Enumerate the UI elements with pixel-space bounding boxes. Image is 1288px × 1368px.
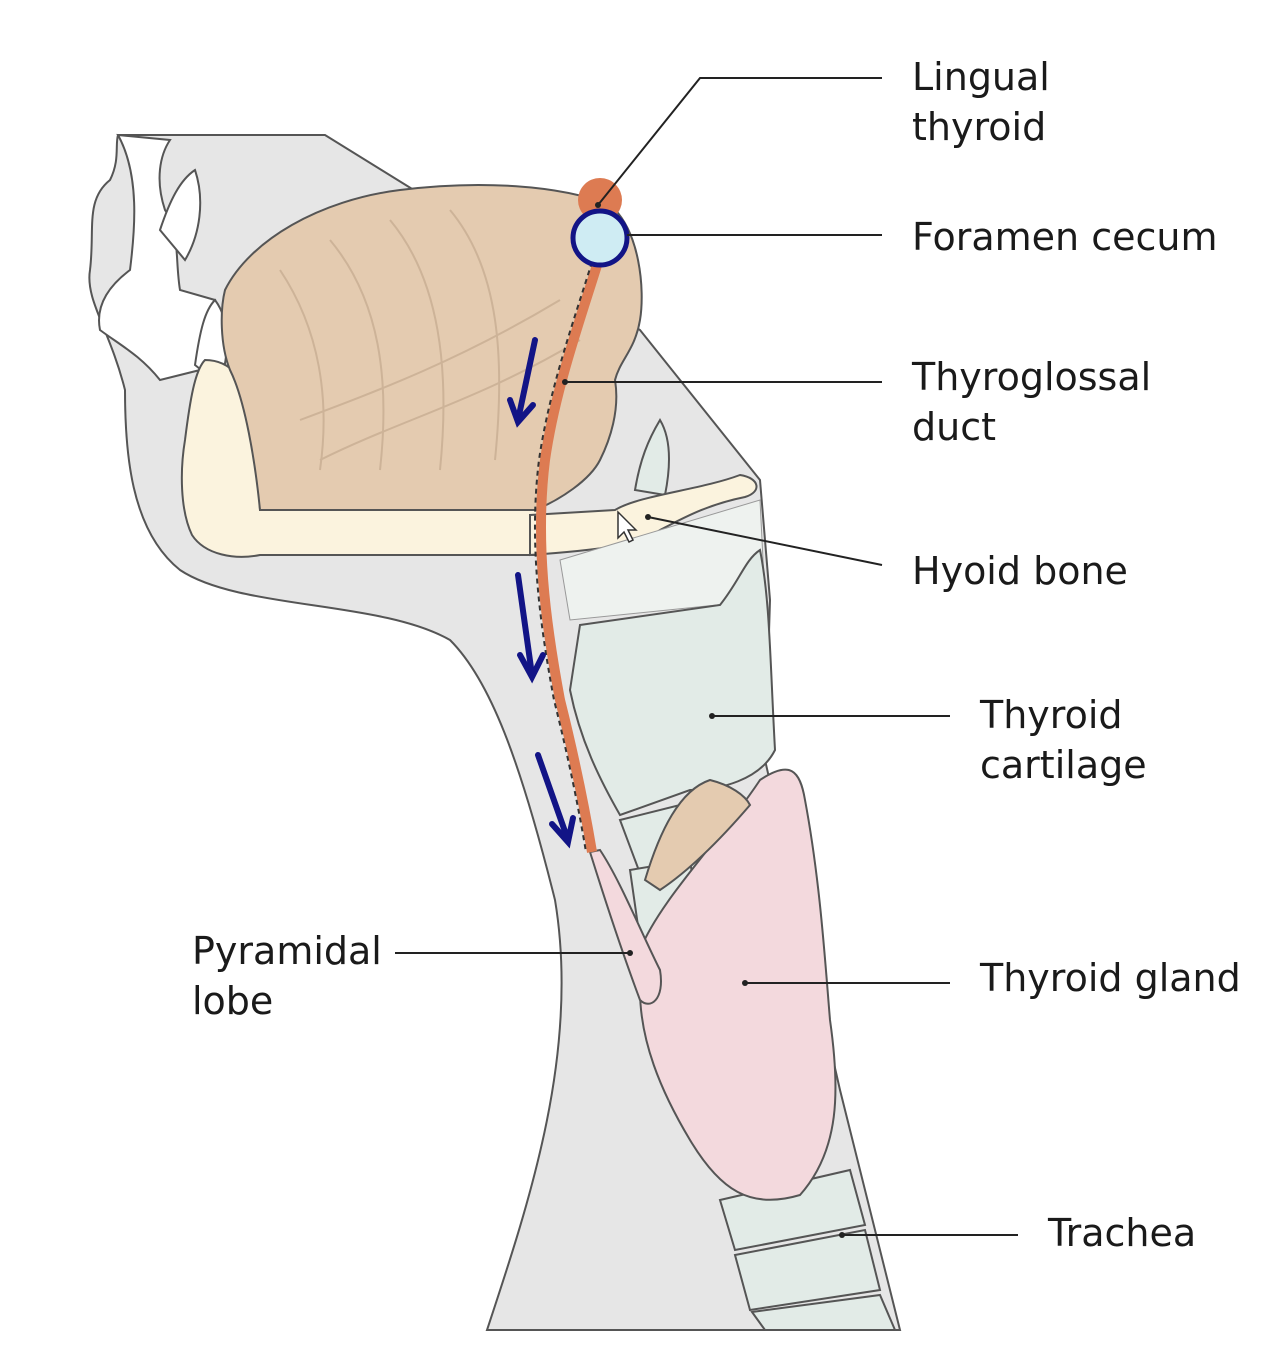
foramen-cecum-shape [570,208,630,268]
leader-dots [562,202,845,1238]
epiglottis [633,418,670,497]
descent-arrow [507,337,538,428]
thyroid-gland-shape [639,768,837,1201]
leader-lines [395,77,1018,1236]
pyramidal-lobe-shape [588,848,662,1005]
upper-tooth [158,168,202,262]
descent-arrow [535,752,576,849]
mouse-cursor-icon [617,510,638,544]
label-thyroid-gland: Thyroid gland [980,956,1241,1000]
label-thyroglossal-duct: Thyroglossal duct [912,355,1152,449]
label-lingual-thyroid: Lingual thyroid [912,55,1050,149]
descent-arrow [515,572,546,684]
tongue-muscle-lines [279,209,581,471]
label-hyoid-bone: Hyoid bone [912,549,1128,593]
leader-hyoid-bone [647,516,883,566]
thyroid-cartilage-shape [568,548,777,817]
cricothyroid-muscle [643,778,752,892]
label-trachea: Trachea [1048,1211,1197,1255]
leader-lingual-thyroid [597,77,882,206]
descent-arrows [507,337,576,849]
trachea-shape [718,1168,897,1331]
tongue [220,184,643,511]
lips-and-teeth [98,133,217,382]
label-foramen-cecum: Foramen cecum [912,215,1218,259]
label-pyramidal-lobe: Pyramidal lobe [192,929,382,1023]
thyroglossal-duct-outline [534,261,593,853]
thyroglossal-duct-shape [536,260,603,853]
label-thyroid-cartilage: Thyroid cartilage [980,693,1147,787]
